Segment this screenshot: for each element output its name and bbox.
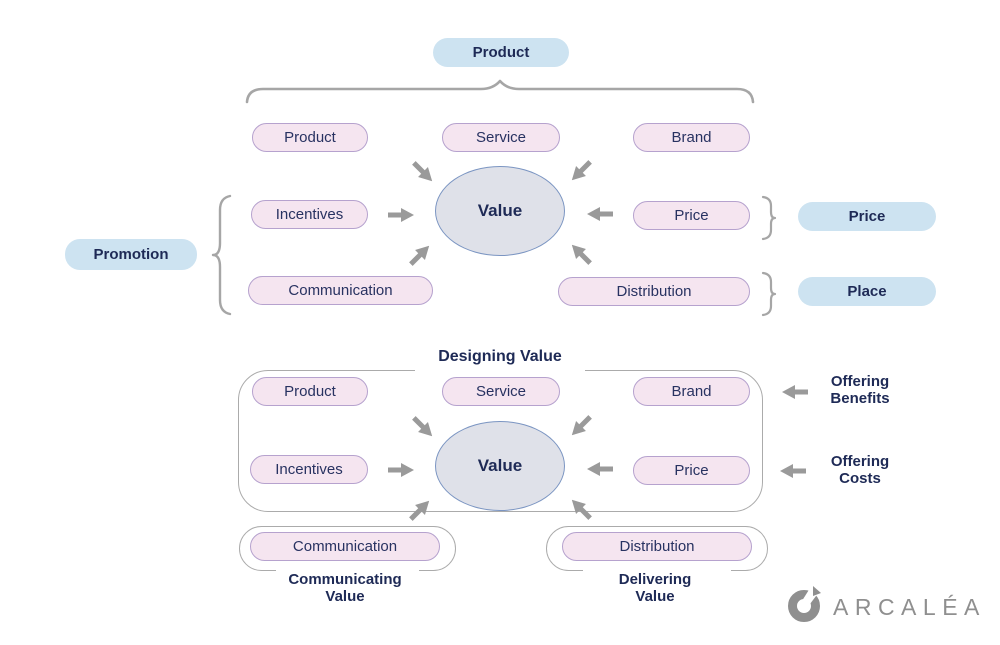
pill-communication-bottom: Communication bbox=[250, 532, 440, 561]
left-brace bbox=[211, 194, 232, 316]
arrow-icon bbox=[587, 206, 613, 222]
right-brace-price bbox=[761, 195, 777, 241]
pill-distribution-top: Distribution bbox=[558, 277, 750, 306]
arrow-icon bbox=[782, 384, 808, 400]
category-price-label: Price bbox=[798, 202, 936, 231]
value-ellipse-top: Value bbox=[435, 166, 565, 256]
horizontal-brace bbox=[245, 79, 755, 104]
category-place-label: Place bbox=[798, 277, 936, 306]
offering-costs-line2: Costs bbox=[839, 470, 881, 487]
arrow-icon bbox=[408, 157, 438, 187]
offering-benefits-label: Offering Benefits bbox=[812, 373, 908, 407]
delivering-value-line1: Delivering bbox=[618, 571, 692, 588]
delivering-value-line2: Value bbox=[635, 588, 675, 605]
delivering-value-label: Delivering Value bbox=[580, 571, 730, 605]
arcalea-logo-icon bbox=[788, 585, 821, 622]
arrow-icon bbox=[587, 461, 613, 477]
communicating-value-line2: Value bbox=[325, 588, 365, 605]
offering-benefits-line2: Benefits bbox=[830, 390, 890, 407]
border-gap bbox=[276, 567, 419, 572]
pill-distribution-bottom: Distribution bbox=[562, 532, 752, 561]
border-gap bbox=[583, 567, 731, 572]
arrow-icon bbox=[566, 239, 596, 269]
pill-brand-top: Brand bbox=[633, 123, 750, 152]
offering-costs-line1: Offering bbox=[830, 453, 890, 470]
arrow-icon bbox=[388, 207, 414, 223]
pill-product-bottom: Product bbox=[252, 377, 368, 406]
pill-product-top: Product bbox=[252, 123, 368, 152]
arcalea-logo: ARCALÉA bbox=[787, 585, 979, 623]
pill-communication-top: Communication bbox=[248, 276, 433, 305]
value-ellipse-bottom: Value bbox=[435, 421, 565, 511]
communicating-value-line1: Communicating bbox=[288, 571, 402, 588]
pill-service-top: Service bbox=[442, 123, 560, 152]
communicating-value-label: Communicating Value bbox=[270, 571, 420, 605]
arcalea-logo-text: ARCALÉA bbox=[833, 594, 986, 620]
pill-incentives-top: Incentives bbox=[251, 200, 368, 229]
arrow-icon bbox=[566, 156, 596, 186]
category-product-label: Product bbox=[433, 38, 569, 67]
pill-price-top: Price bbox=[633, 201, 750, 230]
pill-service-bottom: Service bbox=[442, 377, 560, 406]
pill-incentives-bottom: Incentives bbox=[250, 455, 368, 484]
designing-value-title: Designing Value bbox=[415, 344, 585, 372]
offering-benefits-line1: Offering bbox=[830, 373, 890, 390]
right-brace-place bbox=[761, 271, 777, 317]
pill-brand-bottom: Brand bbox=[633, 377, 750, 406]
arrow-icon bbox=[388, 462, 414, 478]
offering-costs-label: Offering Costs bbox=[812, 453, 908, 487]
arrow-icon bbox=[405, 240, 435, 270]
pill-price-bottom: Price bbox=[633, 456, 750, 485]
category-promotion-label: Promotion bbox=[65, 239, 197, 270]
arrow-icon bbox=[780, 463, 806, 479]
